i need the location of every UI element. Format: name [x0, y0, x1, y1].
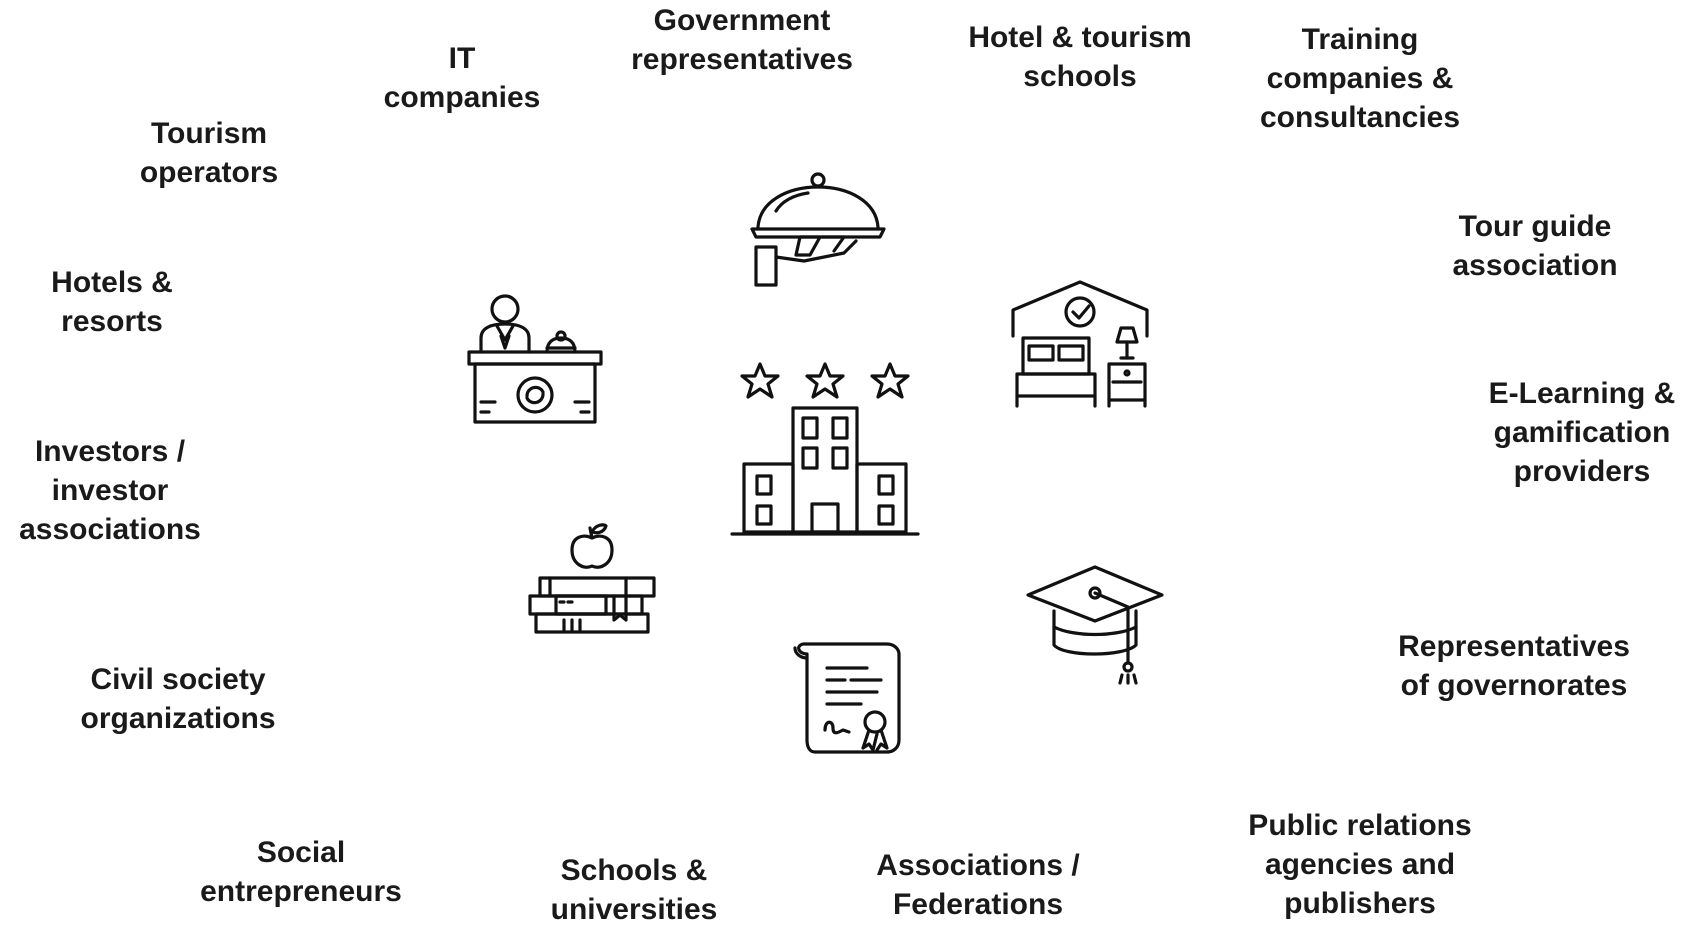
hotel-room-bed-icon [1009, 278, 1151, 410]
books-apple-icon [526, 520, 656, 638]
label-civil-society: Civil society organizations [80, 663, 276, 735]
certificate-diploma-icon [791, 640, 901, 758]
label-public-relations: Public relations agencies and publishers [1248, 809, 1472, 920]
label-training-companies: Training companies & consultancies [1259, 23, 1461, 134]
label-hotels-resorts: Hotels & resorts [51, 266, 173, 338]
label-hotel-tourism-schools: Hotel & tourism schools [968, 21, 1192, 93]
label-elearning-providers: E-Learning & gamification providers [1488, 377, 1676, 488]
label-social-entrepreneurs: Social entrepreneurs [200, 836, 402, 908]
reception-desk-icon [465, 292, 605, 427]
label-representatives-governorates: Representatives of governorates [1398, 630, 1630, 702]
label-government: Government representatives [631, 4, 853, 76]
graduation-cap-icon [1024, 563, 1166, 685]
label-tourism-operators: Tourism operators [139, 117, 279, 189]
serving-cloche-icon [748, 171, 888, 291]
label-investors: Investors / investor associations [19, 435, 201, 546]
label-tour-guide-association: Tour guide association [1452, 210, 1618, 282]
label-it-companies: IT companies [383, 42, 541, 114]
hotel-building-three-stars-icon [730, 360, 920, 540]
label-associations-federations: Associations / Federations [876, 849, 1080, 921]
label-schools-universities: Schools & universities [550, 854, 718, 926]
